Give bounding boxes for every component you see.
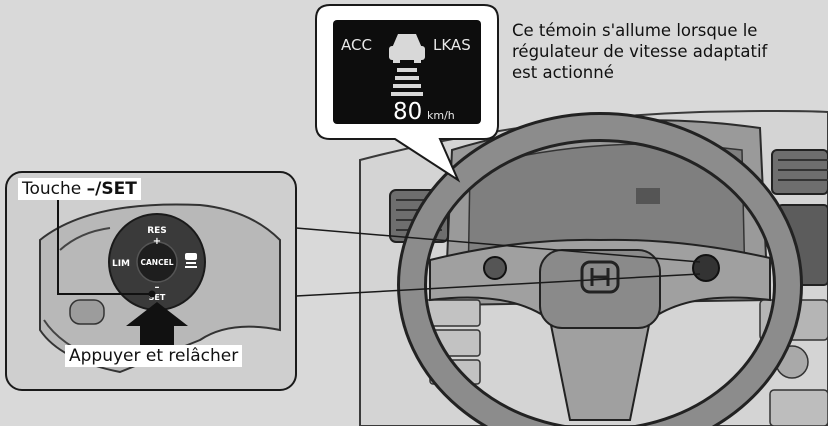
hud-speed-unit: km/h — [427, 109, 455, 122]
set-switch-label-prefix: Touche — [22, 179, 87, 199]
following-distance-bars-icon — [391, 68, 423, 96]
set-leader-line — [57, 194, 152, 295]
steering-wheel-hub — [539, 249, 661, 329]
callout-line-1: Ce témoin s'allume lorsque le — [512, 21, 758, 40]
res-plus-label: + — [153, 236, 161, 247]
distance-button-icon — [185, 253, 197, 268]
wheel-switch-target — [692, 254, 720, 282]
right-air-vent — [771, 149, 828, 195]
wheel-left-switches — [483, 256, 507, 280]
press-arrow-icon — [126, 302, 188, 346]
res-button-label: RES — [147, 226, 167, 236]
callout-line-2: régulateur de vitesse adaptatif — [512, 42, 768, 61]
callout-line-3: est actionné — [512, 63, 614, 82]
indicator-callout: Ce témoin s'allume lorsque le régulateur… — [512, 20, 812, 83]
hud-inset: ACC LKAS 80 km/h — [315, 4, 499, 183]
acc-indicator-marker — [636, 188, 660, 204]
hud-acc-label: ACC — [341, 36, 372, 54]
steering-wheel-spokes — [429, 238, 771, 421]
hud-lkas-label: LKAS — [433, 36, 471, 54]
minus-button-label: – — [155, 282, 160, 293]
set-leader-dot — [148, 290, 156, 298]
steering-wheel — [397, 112, 803, 426]
switch-inset: RES + LIM CANCEL – SET — [5, 171, 297, 391]
hud-speed-value: 80 — [393, 99, 422, 125]
press-release-label: Appuyer et relâcher — [65, 345, 243, 367]
cancel-button-label: CANCEL — [141, 258, 174, 267]
set-switch-label-key: –/SET — [86, 179, 137, 199]
honda-logo-icon — [580, 260, 620, 294]
lower-spoke-button — [69, 299, 105, 325]
car-ahead-icon — [389, 34, 425, 63]
lim-button-label: LIM — [112, 259, 130, 269]
zoom-leader-lines — [295, 227, 701, 297]
set-button-label: SET — [149, 293, 166, 302]
set-switch-label: Touche –/SET — [18, 178, 141, 200]
